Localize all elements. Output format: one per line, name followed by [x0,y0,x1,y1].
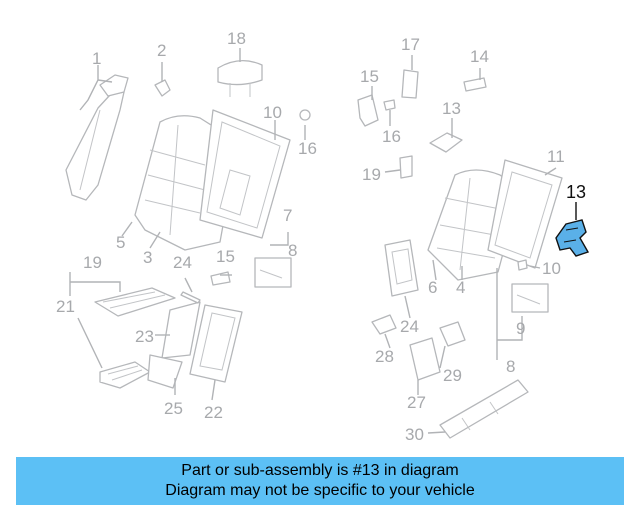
callout-14: 13 [442,99,461,118]
callout-32: 30 [405,425,424,444]
callout-9-left: 8 [288,241,297,260]
part-20-headrest[interactable] [217,60,263,86]
part-2-clip[interactable] [154,79,171,97]
callout-24: 22 [204,403,223,422]
part-31-clip[interactable] [439,321,466,347]
callout-15-left: 15 [216,247,235,266]
part-17-screw[interactable] [383,99,396,111]
callout-27: 25 [164,399,183,418]
callout-16: 15 [360,67,379,86]
callout-11: 10 [263,103,282,122]
part-24-back-panel[interactable] [189,304,243,383]
part-19-lock[interactable] [401,69,419,99]
part-26-bracket[interactable] [384,239,419,297]
info-banner: Part or sub-assembly is #13 in diagram D… [16,457,624,505]
callout-8: 8 [506,357,515,376]
part-14-latch[interactable] [429,132,463,153]
callout-12: 11 [547,147,565,166]
callout-7: 7 [283,206,292,225]
callout-31: 29 [443,366,462,385]
callout-6: 6 [428,278,437,297]
callout-2: 2 [157,41,166,60]
part-18-grommet[interactable] [299,109,311,121]
callout-18: 16 [298,139,317,158]
callout-10: 10 [542,259,561,278]
part-23-mechanism[interactable] [99,361,151,389]
part-27-cover[interactable] [147,354,183,389]
callout-15-right: 14 [470,47,489,66]
part-15-bolt-left[interactable] [210,271,231,286]
parts-diagram: 1 2 18 10 16 5 3 7 8 15 19 24 21 23 25 2… [56,29,590,444]
part-32-bar[interactable] [439,379,529,439]
callout-26: 24 [400,317,419,336]
callout-23: 21 [56,297,75,316]
part-25-panel[interactable] [161,301,201,359]
callout-3: 3 [143,248,152,267]
callout-9-right: 9 [516,319,525,338]
callout-29: 27 [407,393,426,412]
callout-30: 28 [375,347,394,366]
callout-22: 19 [83,253,102,272]
banner-line-2: Diagram may not be specific to your vehi… [165,482,475,499]
callout-4: 4 [456,278,465,297]
part-12-frame[interactable] [487,159,563,269]
part-28-strip[interactable] [180,291,201,304]
part-21-fastener[interactable] [399,155,413,179]
part-29-hinge[interactable] [409,337,441,381]
part-13-bracket-highlight[interactable] [555,219,590,257]
part-30-clip[interactable] [371,314,397,335]
part-16-bracket[interactable] [357,94,379,127]
callout-21: 19 [362,165,381,184]
callout-1: 1 [92,49,101,68]
callout-28: 24 [173,253,192,272]
banner-line-1: Part or sub-assembly is #13 in diagram [181,462,459,479]
part-15-bolt-right[interactable] [463,77,487,92]
callout-17: 16 [382,127,401,146]
callout-13-highlight: 13 [566,182,586,202]
callout-19: 17 [401,35,420,54]
callout-5: 5 [116,233,125,252]
part-1-side-trim[interactable] [65,91,125,201]
callout-25: 23 [135,327,154,346]
callout-20: 18 [227,29,246,48]
